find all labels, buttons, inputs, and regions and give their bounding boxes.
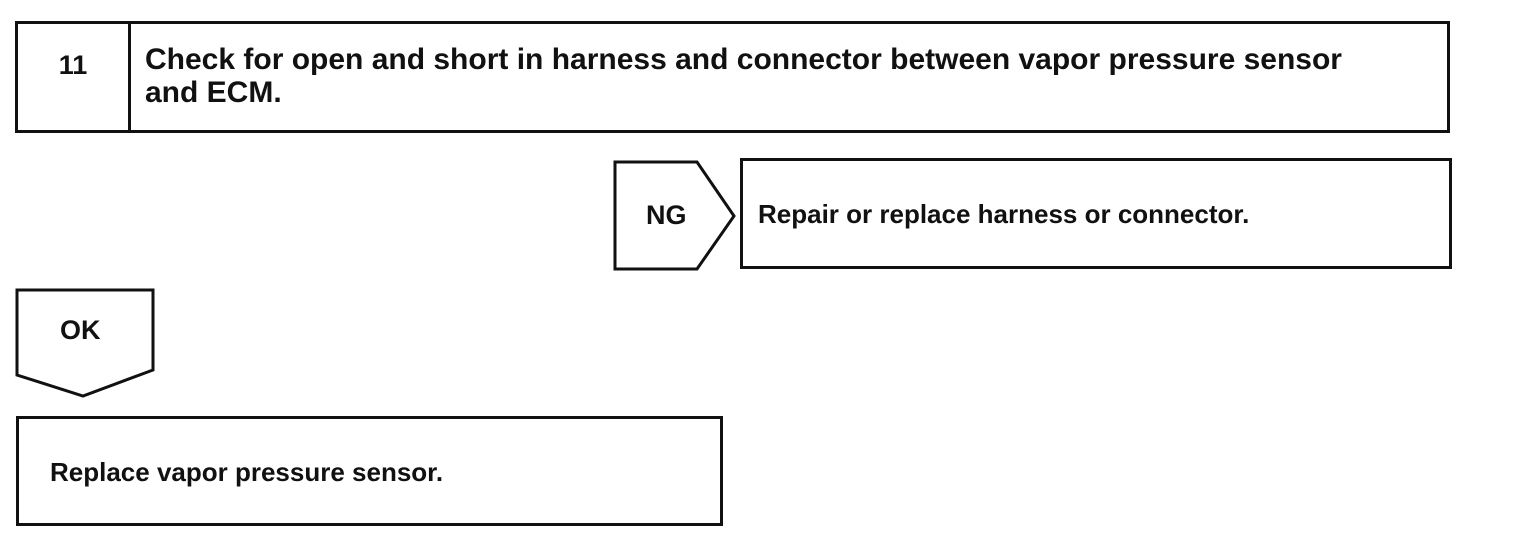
step-title: Check for open and short in harness and …	[145, 43, 1342, 109]
ok-arrow-shape	[15, 288, 155, 398]
ng-result-box: Repair or replace harness or connector.	[740, 158, 1452, 269]
ok-result-box: Replace vapor pressure sensor.	[16, 416, 723, 526]
ng-label: NG	[646, 200, 687, 230]
ng-arrow-shape	[613, 160, 736, 271]
ng-result-text: Repair or replace harness or connector.	[758, 199, 1250, 229]
step-number: 11	[18, 24, 131, 130]
step-box: 11 Check for open and short in harness a…	[15, 21, 1450, 133]
ok-label: OK	[60, 315, 101, 345]
ok-result-text: Replace vapor pressure sensor.	[50, 457, 444, 487]
